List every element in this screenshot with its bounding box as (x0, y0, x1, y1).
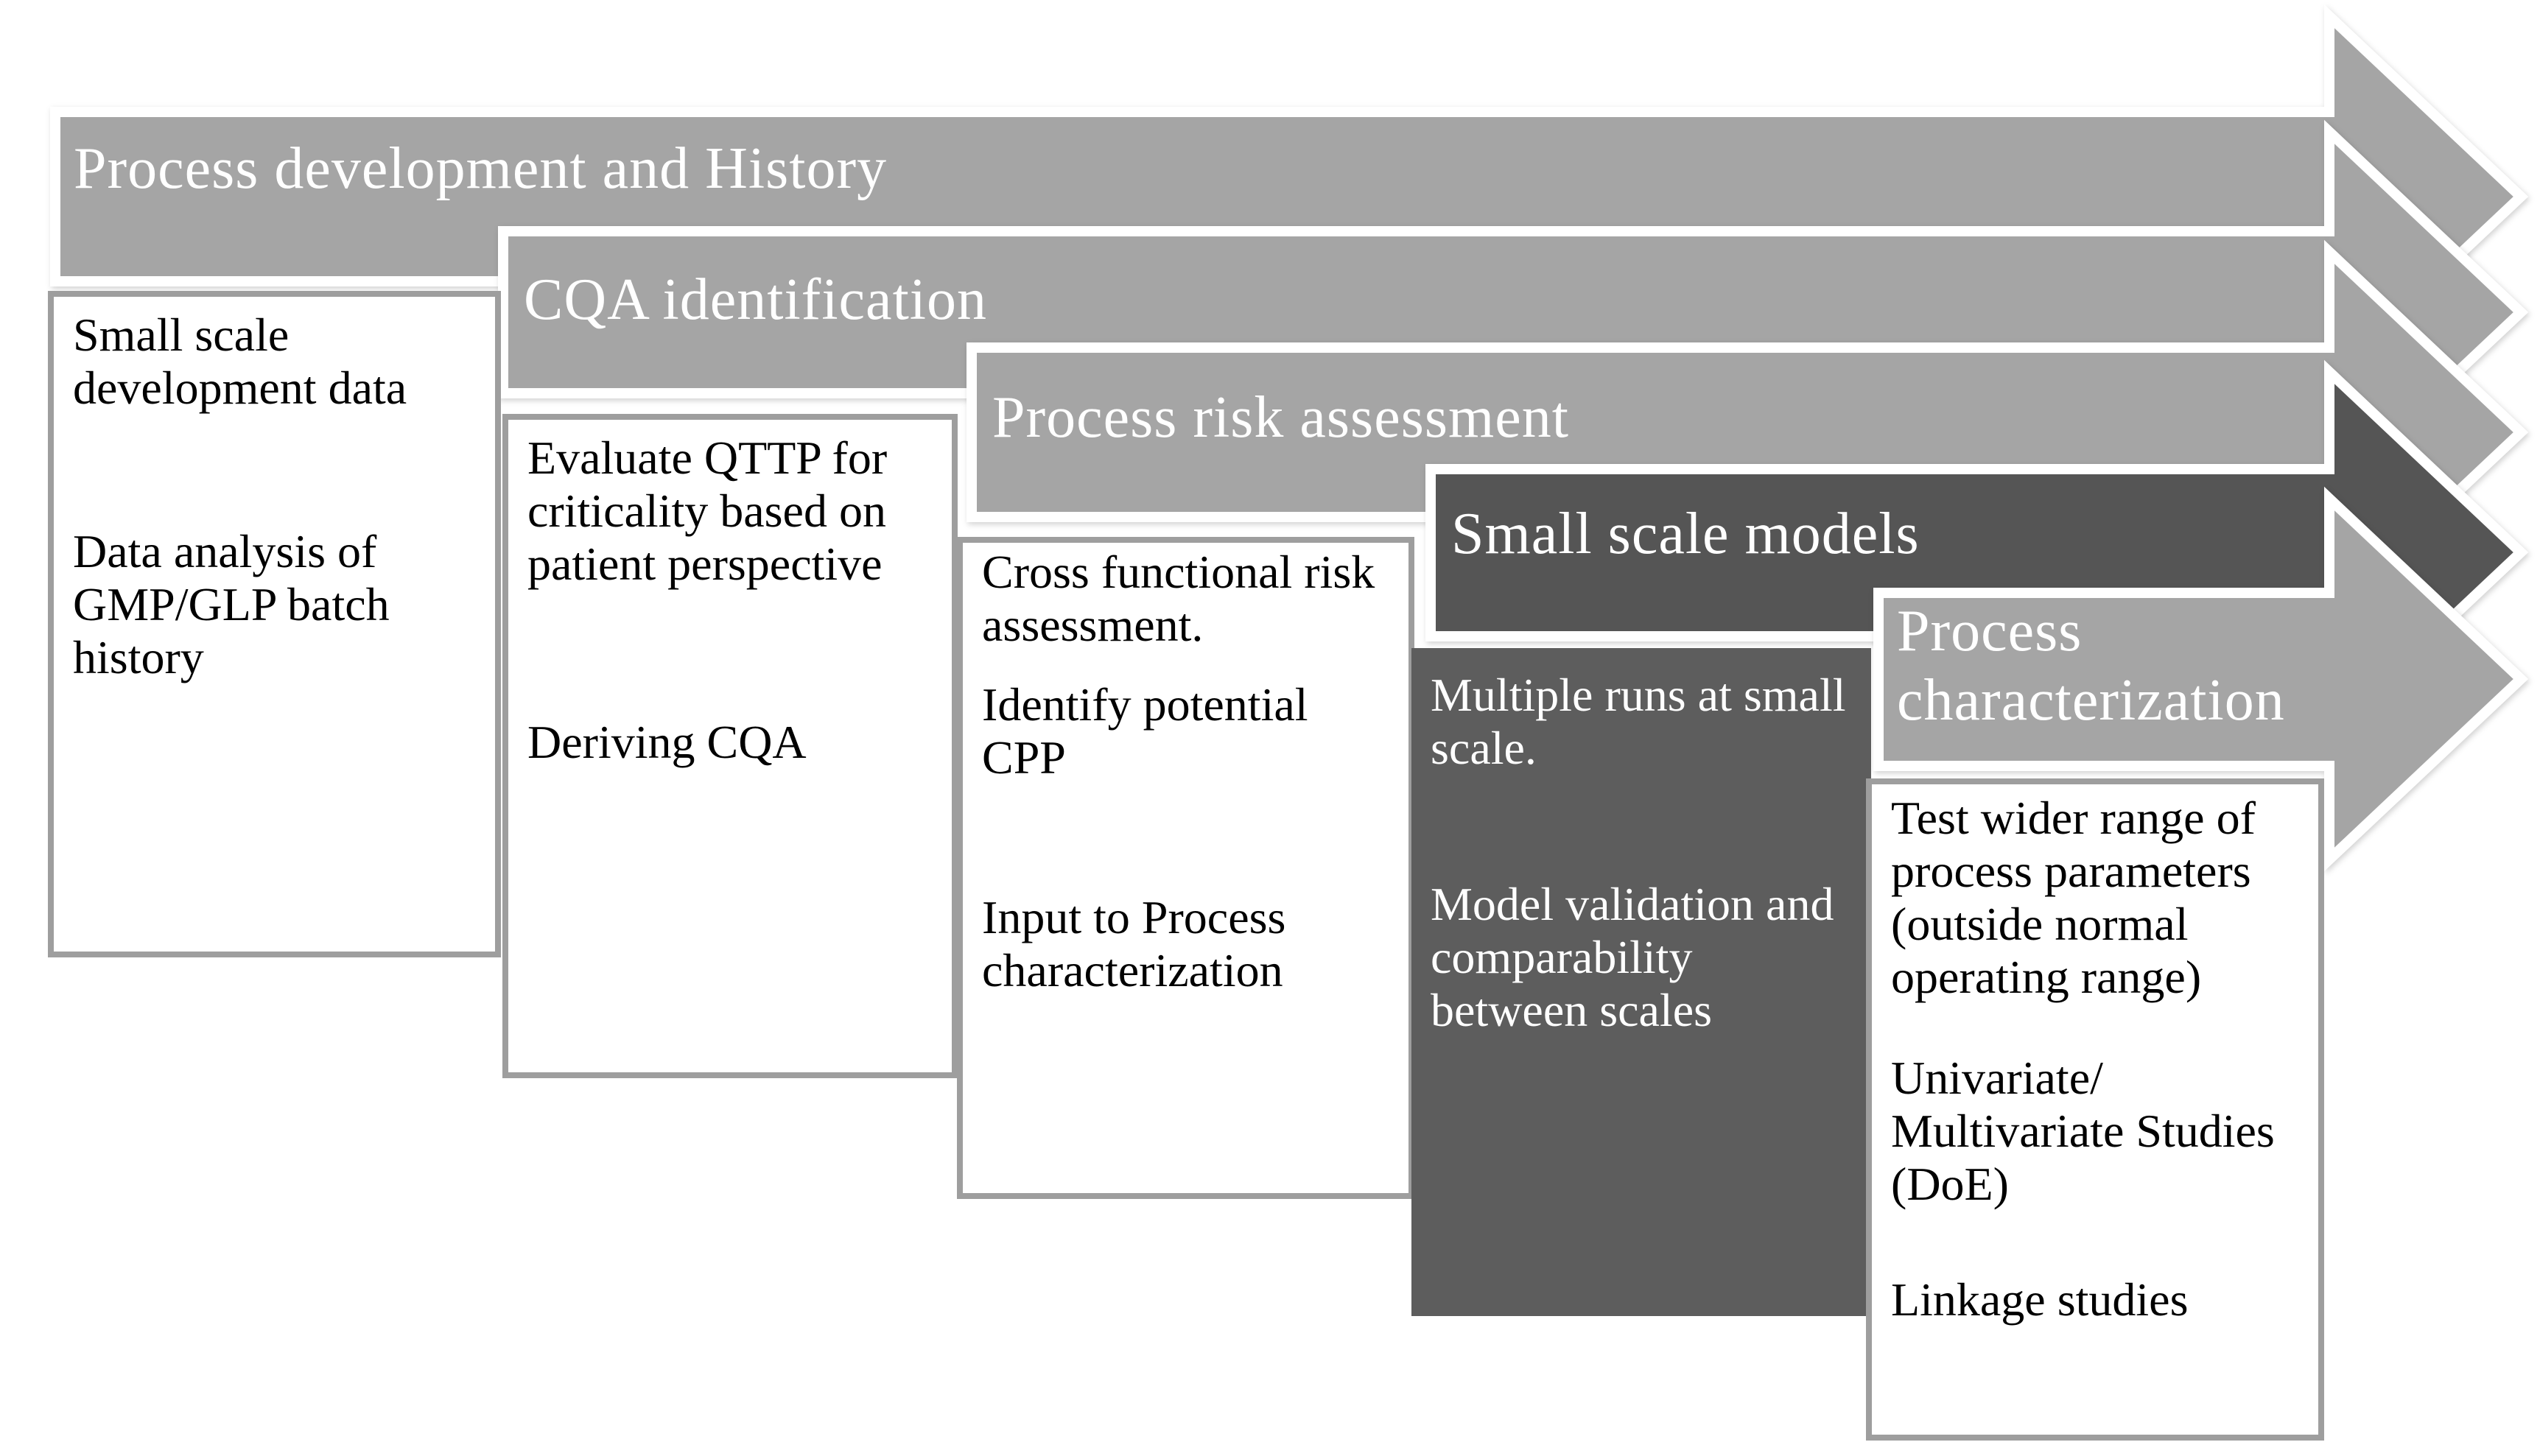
detail-text: Evaluate QTTP for criticality based on p… (527, 432, 888, 590)
detail-text: Small scale development data (73, 309, 407, 414)
detail-box-process-development: Small scale development data Data analys… (48, 291, 501, 957)
detail-text: Deriving CQA (527, 716, 807, 768)
arrow-title-cqa-identification: CQA identification (524, 267, 988, 332)
detail-box-small-scale-models: Multiple runs at small scale. Model vali… (1411, 648, 1871, 1316)
detail-text: Cross functional risk assessment. (982, 546, 1375, 651)
arrow-title-small-scale-models: Small scale models (1451, 502, 1920, 566)
arrow-title-process-development: Process development and History (74, 136, 888, 201)
arrow-shape-process-characterization (1873, 486, 2529, 872)
detail-text: Multiple runs at small scale. (1431, 669, 1846, 774)
detail-text: Input to Process characterization (982, 891, 1286, 996)
detail-text: Linkage studies (1891, 1273, 2189, 1326)
detail-box-process-characterization: Test wider range of process parameters (… (1866, 778, 2324, 1441)
detail-text: Identify potential CPP (982, 678, 1308, 784)
detail-text: Model validation and comparability betwe… (1431, 878, 1834, 1036)
arrow-title-process-characterization: Process characterization (1897, 599, 2285, 734)
detail-box-cqa-identification: Evaluate QTTP for criticality based on p… (502, 414, 958, 1078)
detail-text: Data analysis of GMP/GLP batch history (73, 525, 390, 683)
detail-text: Univariate/ Multivariate Studies (DoE) (1891, 1052, 2275, 1210)
detail-text: Test wider range of process parameters (… (1891, 792, 2256, 1003)
arrow-title-process-risk-assessment: Process risk assessment (992, 385, 1569, 450)
detail-box-process-risk-assessment: Cross functional risk assessment. Identi… (957, 537, 1414, 1199)
